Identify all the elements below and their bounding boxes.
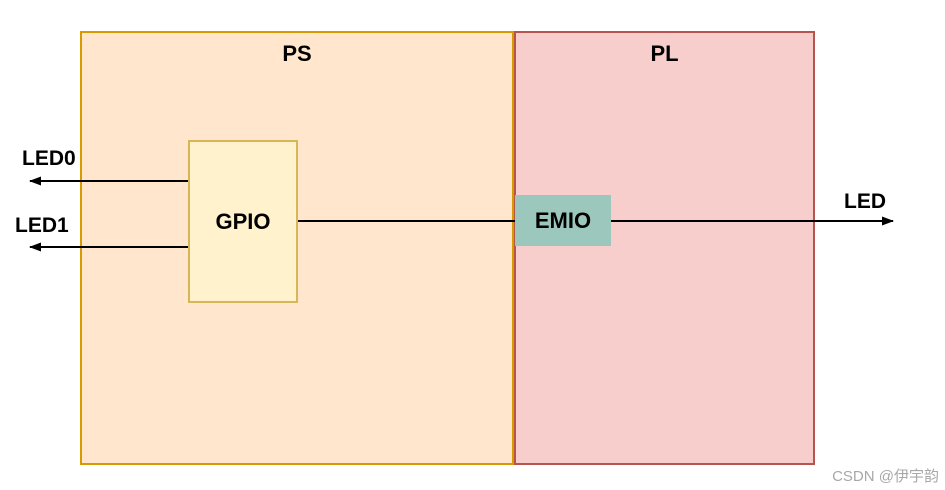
emio-box: EMIO — [515, 195, 611, 246]
ps-label: PS — [282, 41, 312, 66]
gpio-box: GPIO — [188, 140, 298, 303]
led-label: LED — [844, 190, 886, 213]
led0-label: LED0 — [22, 147, 76, 170]
led1-label: LED1 — [15, 214, 69, 237]
pl-label: PL — [650, 41, 679, 66]
watermark: CSDN @伊宇韵 — [832, 468, 939, 485]
gpio-label: GPIO — [215, 208, 271, 234]
emio-label: EMIO — [534, 207, 592, 233]
pl-block: PL — [514, 31, 815, 465]
